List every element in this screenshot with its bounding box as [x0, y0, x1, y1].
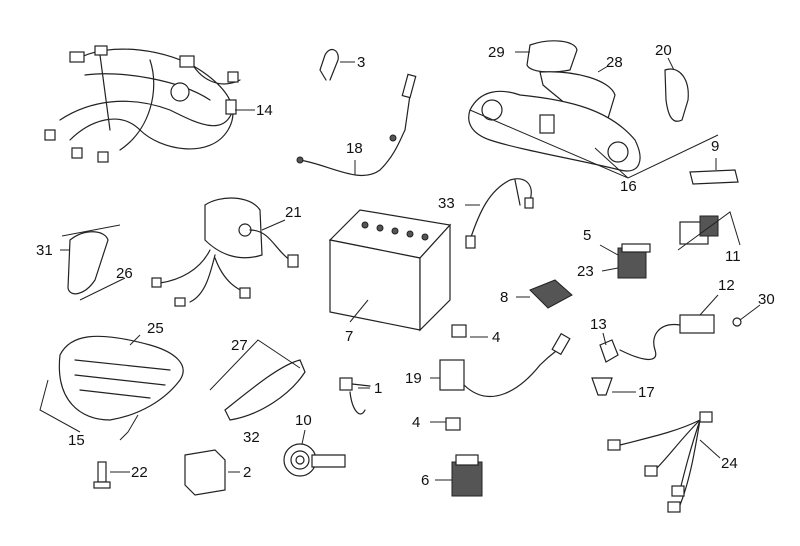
callout-9: 9 [711, 138, 719, 155]
part-wiring-33[interactable] [465, 178, 534, 249]
part-cable[interactable] [296, 73, 417, 176]
part-relay-11[interactable] [679, 215, 719, 245]
leader-lines [60, 51, 761, 481]
callout-24: 24 [721, 455, 738, 472]
callout-14: 14 [256, 102, 273, 119]
callout-30: 30 [758, 291, 775, 308]
callout-33: 33 [438, 195, 455, 212]
part-cover-29[interactable] [526, 40, 578, 73]
part-fuse-4b[interactable] [445, 417, 461, 431]
callout-12: 12 [718, 277, 735, 294]
callout-1: 1 [374, 380, 382, 397]
callout-32: 32 [243, 429, 260, 446]
part-ignition-coil[interactable] [619, 314, 742, 360]
callout-4b: 4 [412, 414, 420, 431]
callout-23: 23 [577, 263, 594, 280]
part-bulb-1[interactable] [339, 377, 371, 415]
callout-3: 3 [357, 54, 365, 71]
callout-29: 29 [488, 44, 505, 61]
callout-6: 6 [421, 472, 429, 489]
callout-2: 2 [243, 464, 251, 481]
part-bulb-22[interactable] [93, 461, 111, 489]
part-clip[interactable] [319, 48, 339, 81]
callout-27: 27 [231, 337, 248, 354]
part-reflector-31[interactable] [67, 231, 109, 295]
part-fuse-box[interactable] [451, 454, 483, 497]
part-fuse-4a[interactable] [451, 324, 467, 338]
callout-28: 28 [606, 54, 623, 71]
part-relay-2[interactable] [184, 449, 226, 496]
part-main-wiring-harness[interactable] [44, 45, 241, 163]
part-headlight-bulb-harness[interactable] [151, 197, 299, 307]
callout-19: 19 [405, 370, 422, 387]
part-regulator-5[interactable] [617, 243, 651, 279]
part-turn-signal[interactable] [224, 359, 306, 421]
callout-16: 16 [620, 178, 637, 195]
callout-4: 4 [492, 329, 500, 346]
callout-25: 25 [147, 320, 164, 337]
part-bulb-17[interactable] [591, 377, 613, 396]
callout-20: 20 [655, 42, 672, 59]
callout-17: 17 [638, 384, 655, 401]
callout-11: 11 [725, 248, 741, 265]
callout-8: 8 [500, 289, 508, 306]
part-tail-light[interactable] [58, 335, 184, 421]
part-horn[interactable] [283, 443, 346, 477]
callout-15: 15 [68, 432, 85, 449]
callout-13: 13 [590, 316, 607, 333]
callout-7: 7 [345, 328, 353, 345]
part-spark-plug-cap[interactable] [599, 339, 619, 363]
part-rectifier-8[interactable] [529, 279, 573, 309]
callout-labels: 3 29 28 20 14 18 9 16 33 21 31 26 5 23 1… [36, 42, 775, 489]
callout-22: 22 [131, 464, 148, 481]
callout-5: 5 [583, 227, 591, 244]
part-cover-20[interactable] [664, 68, 689, 122]
part-fuse-holder-19[interactable] [439, 332, 571, 397]
part-wiring-24[interactable] [607, 411, 713, 513]
part-battery[interactable] [328, 209, 452, 332]
part-instrument-panel[interactable] [468, 90, 641, 172]
callout-10: 10 [295, 412, 312, 429]
callout-18: 18 [346, 140, 363, 157]
callout-21: 21 [285, 204, 302, 221]
callout-26: 26 [116, 265, 133, 282]
callout-31: 31 [36, 242, 53, 259]
part-bracket-9[interactable] [689, 169, 739, 185]
